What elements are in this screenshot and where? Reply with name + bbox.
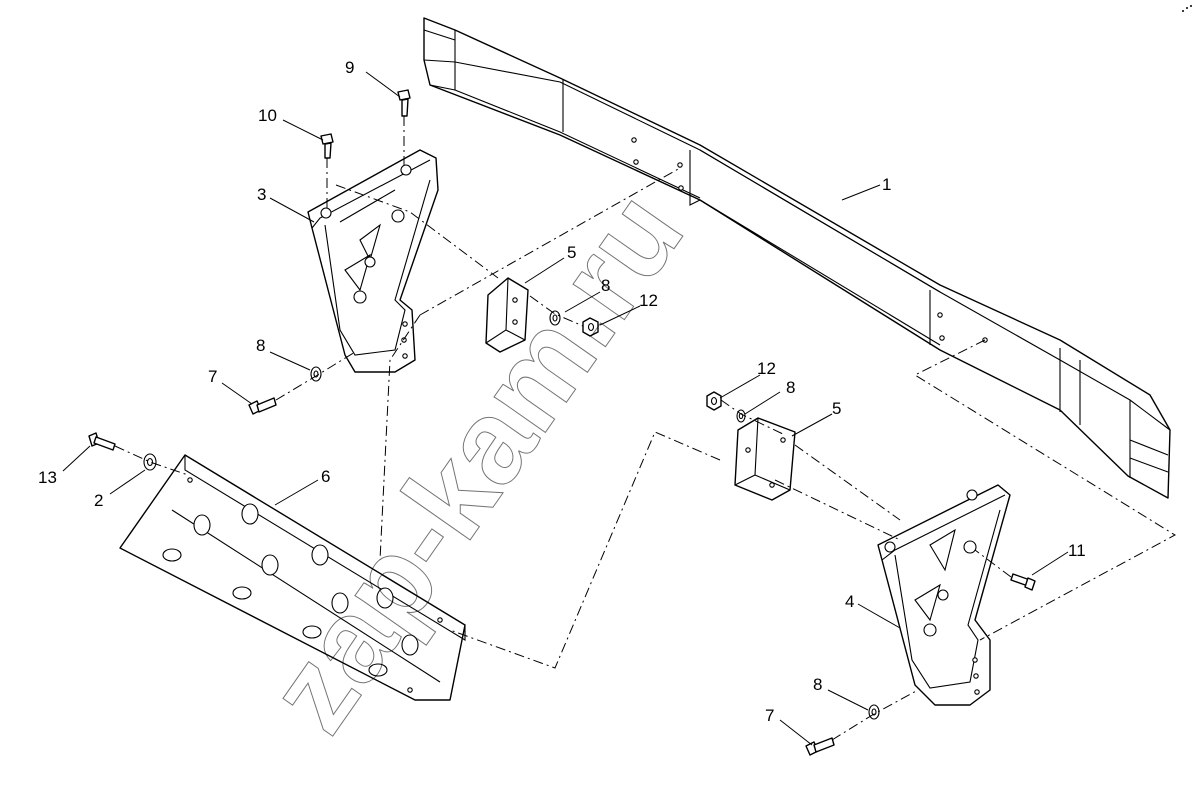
- callout-11: 11: [1068, 541, 1086, 560]
- right-bracket: [877, 484, 1011, 706]
- angle-plate-left: [485, 277, 529, 353]
- washer-8-left-plate: [549, 310, 561, 326]
- nut-12-right: [706, 391, 722, 411]
- callout-labels: 1 5 8 12 9 10 3 8 7 13 2 6 12 8 5 11 4 8…: [38, 58, 1086, 725]
- callout-8-right-plate: 8: [786, 378, 795, 397]
- bolt-9: [397, 89, 411, 117]
- washer-8-right-bolt: [868, 704, 880, 720]
- left-bracket: [307, 149, 439, 373]
- callout-12-left: 12: [639, 291, 658, 310]
- callout-5-left: 5: [567, 243, 576, 262]
- washer-8-left-bolt: [310, 366, 322, 382]
- callout-6: 6: [321, 467, 330, 486]
- callout-8-left-bolt: 8: [256, 336, 265, 355]
- callout-8-right-bolt: 8: [813, 675, 822, 694]
- angle-plate-right: [734, 417, 796, 501]
- washer-2: [143, 453, 157, 471]
- callout-4: 4: [845, 592, 854, 611]
- callout-9: 9: [345, 58, 354, 77]
- bolt-11: [1010, 573, 1036, 591]
- callout-1: 1: [882, 175, 891, 194]
- bolt-7-left: [248, 397, 277, 415]
- bolt-7-right: [805, 737, 835, 756]
- bumper-beam: [423, 17, 1171, 499]
- callout-10: 10: [258, 106, 277, 125]
- corner-mark-icon: [1182, 5, 1192, 12]
- bolt-10: [320, 133, 334, 159]
- callout-7-left: 7: [208, 367, 217, 386]
- callout-3: 3: [257, 185, 266, 204]
- leader-lines: [62, 71, 1069, 746]
- callout-5-right: 5: [832, 399, 841, 418]
- callout-2: 2: [94, 491, 103, 510]
- callout-12-right: 12: [757, 359, 776, 378]
- bolt-13: [88, 432, 116, 451]
- assembly-lines: [114, 116, 1177, 741]
- nut-12-left: [582, 317, 599, 337]
- watermark: zap-kam.ru: [243, 169, 708, 755]
- callout-8-left-plate: 8: [601, 276, 610, 295]
- callout-13: 13: [38, 468, 57, 487]
- callout-7-right: 7: [765, 706, 774, 725]
